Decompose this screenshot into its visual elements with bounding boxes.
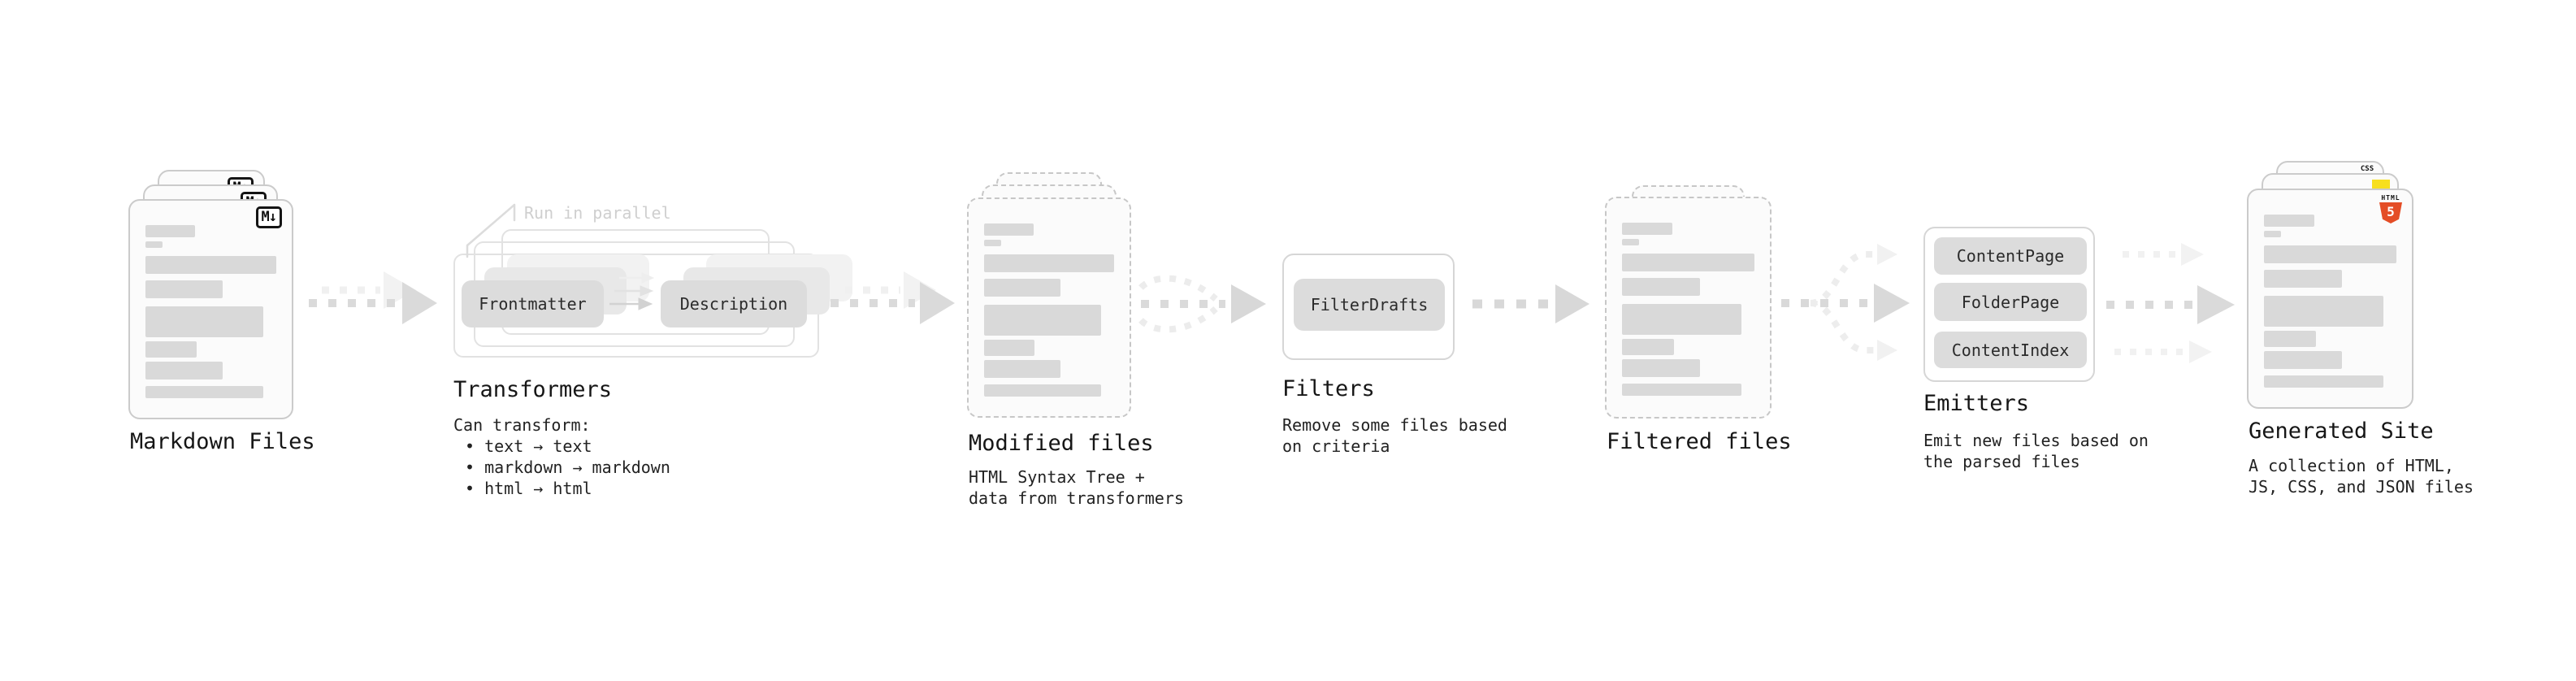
transformers-bullet: • html → html bbox=[465, 479, 592, 498]
modified-files-title: Modified files bbox=[969, 431, 1154, 456]
filters-title: Filters bbox=[1282, 376, 1375, 401]
contentindex-chip: ContentIndex bbox=[1934, 332, 2087, 368]
generated-site-title: Generated Site bbox=[2249, 419, 2434, 444]
generated-site-desc-line: A collection of HTML, bbox=[2249, 456, 2454, 475]
emitters-desc-line: the parsed files bbox=[1923, 452, 2080, 471]
arrow-markdown-to-transformers bbox=[309, 271, 437, 324]
frontmatter-chip: Frontmatter bbox=[462, 280, 604, 327]
arrow-modified-to-filters bbox=[1138, 275, 1266, 333]
description-chip: Description bbox=[661, 280, 807, 327]
generated-site-card-html: HTML 5 bbox=[2247, 189, 2413, 409]
filters-desc-line: Remove some files based bbox=[1282, 415, 1507, 435]
generated-site-desc-line: JS, CSS, and JSON files bbox=[2249, 477, 2474, 497]
transformers-bullet: • markdown → markdown bbox=[465, 458, 670, 477]
transformers-bullet: • text → text bbox=[465, 436, 592, 456]
transformers-title: Transformers bbox=[453, 377, 613, 402]
document-skeleton-lines bbox=[1622, 198, 1754, 417]
document-skeleton-lines bbox=[984, 199, 1114, 416]
modified-files-desc-line: HTML Syntax Tree + bbox=[969, 467, 1145, 487]
filterdrafts-chip: FilterDrafts bbox=[1294, 279, 1445, 331]
emitters-desc-line: Emit new files based on bbox=[1923, 431, 2149, 450]
document-skeleton-lines bbox=[145, 201, 276, 418]
document-skeleton-lines bbox=[2264, 190, 2396, 407]
markdown-files-title: Markdown Files bbox=[130, 429, 315, 454]
arrow-filtered-to-emitters bbox=[1781, 244, 1910, 361]
html5-icon: HTML 5 bbox=[2379, 194, 2402, 223]
arrows-emitters-to-generated bbox=[2106, 243, 2235, 363]
filters-desc-line: on criteria bbox=[1282, 436, 1390, 456]
markdown-icon: M↓ bbox=[255, 206, 282, 228]
filtered-files-title: Filtered files bbox=[1607, 429, 1792, 454]
modified-file-card-front bbox=[967, 197, 1131, 418]
filtered-file-card-front bbox=[1605, 197, 1772, 419]
folderpage-chip: FolderPage bbox=[1934, 283, 2087, 321]
transformers-desc-heading: Can transform: bbox=[453, 415, 591, 435]
emitters-title: Emitters bbox=[1923, 391, 2030, 416]
run-in-parallel-annotation: Run in parallel bbox=[524, 203, 671, 223]
arrow-filters-to-filtered bbox=[1472, 284, 1589, 323]
modified-files-desc-line: data from transformers bbox=[969, 488, 1184, 508]
markdown-file-card-front: M↓ bbox=[128, 199, 293, 419]
contentpage-chip: ContentPage bbox=[1934, 237, 2087, 275]
